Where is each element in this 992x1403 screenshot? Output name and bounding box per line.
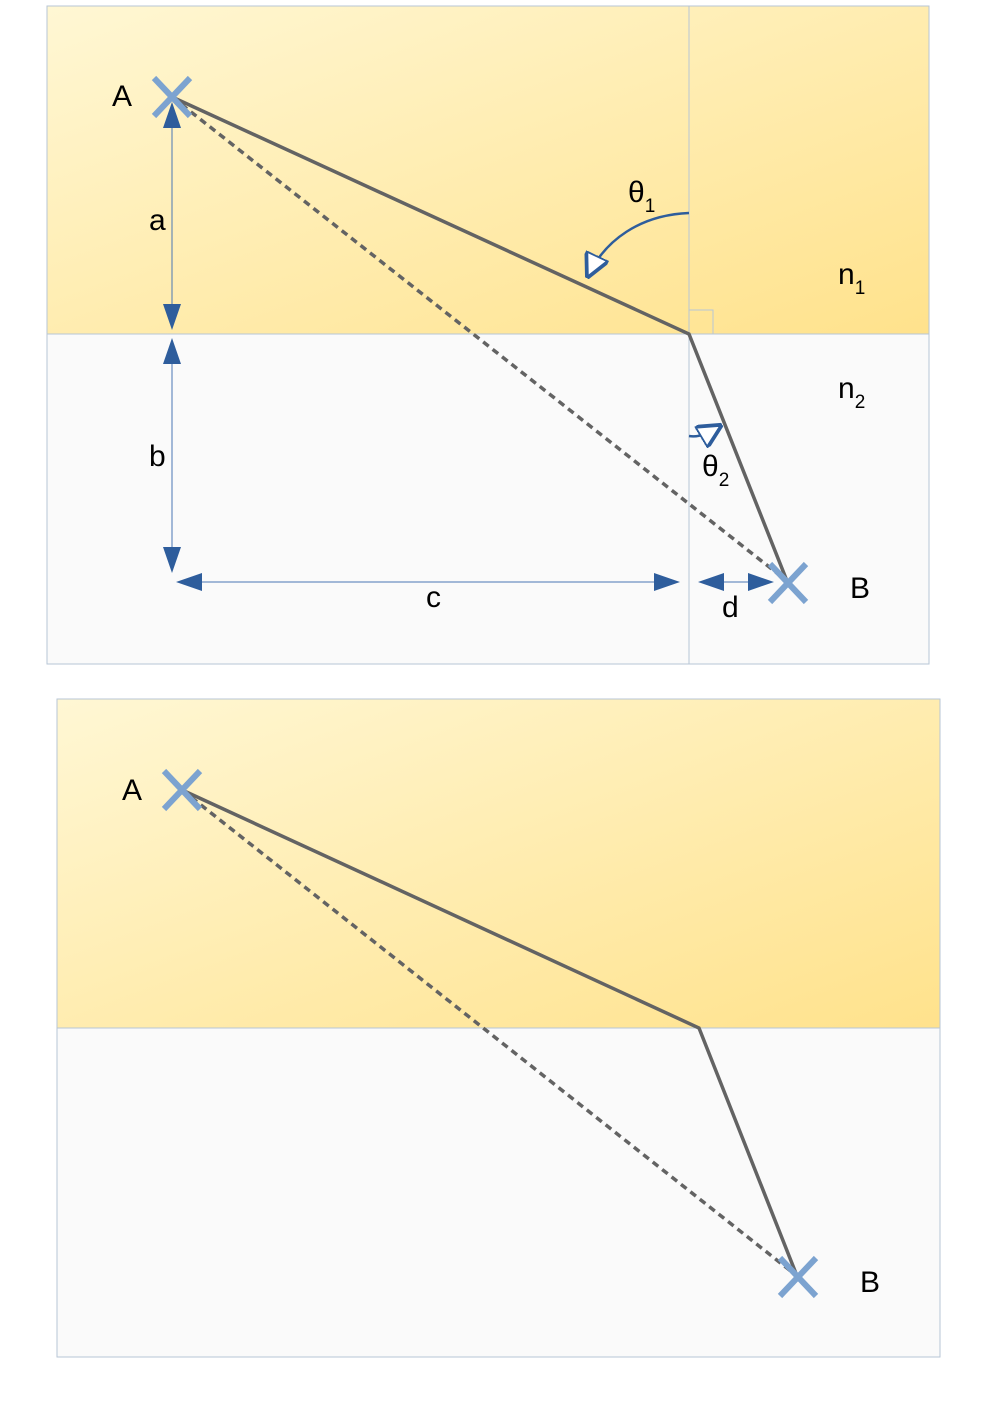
theta-1-arc: [588, 211, 690, 276]
point-a-label: A: [122, 774, 142, 807]
dimension-b-label: b: [149, 440, 166, 473]
medium-2-label: n2: [838, 372, 865, 413]
point-b-marker-icon: [777, 1255, 819, 1299]
point-b-label: B: [850, 572, 870, 605]
theta-2-label: θ2: [702, 450, 729, 491]
dimension-c-label: c: [426, 581, 441, 614]
dimension-d-label: d: [722, 591, 739, 624]
point-a-label: A: [112, 80, 132, 113]
right-angle-marker: [688, 309, 714, 335]
straight-path-dashed: [170, 95, 789, 583]
top-diagram: A B a b c d θ1 θ2 n1 n2: [46, 5, 930, 665]
point-a-marker-icon: [151, 75, 193, 119]
dimension-c: [176, 573, 680, 591]
refracted-path: [181, 788, 799, 1277]
bottom-diagram: A B: [56, 698, 941, 1358]
point-a-marker-icon: [161, 768, 203, 812]
straight-path-dashed: [180, 788, 799, 1278]
theta-1-label: θ1: [628, 176, 655, 217]
medium-1-label: n1: [838, 258, 865, 299]
medium-1-region: [46, 5, 930, 335]
dimension-d: [698, 573, 774, 591]
theta-2-arc: [688, 426, 720, 436]
dimension-a: [163, 102, 181, 330]
medium-2-region: [56, 1027, 941, 1358]
point-b-label: B: [860, 1266, 880, 1299]
point-b-marker-icon: [767, 561, 809, 605]
medium-2-region: [46, 333, 930, 665]
dimension-b: [163, 338, 181, 573]
refracted-path: [171, 95, 789, 582]
dimension-a-label: a: [149, 204, 166, 237]
medium-1-region: [56, 698, 941, 1029]
